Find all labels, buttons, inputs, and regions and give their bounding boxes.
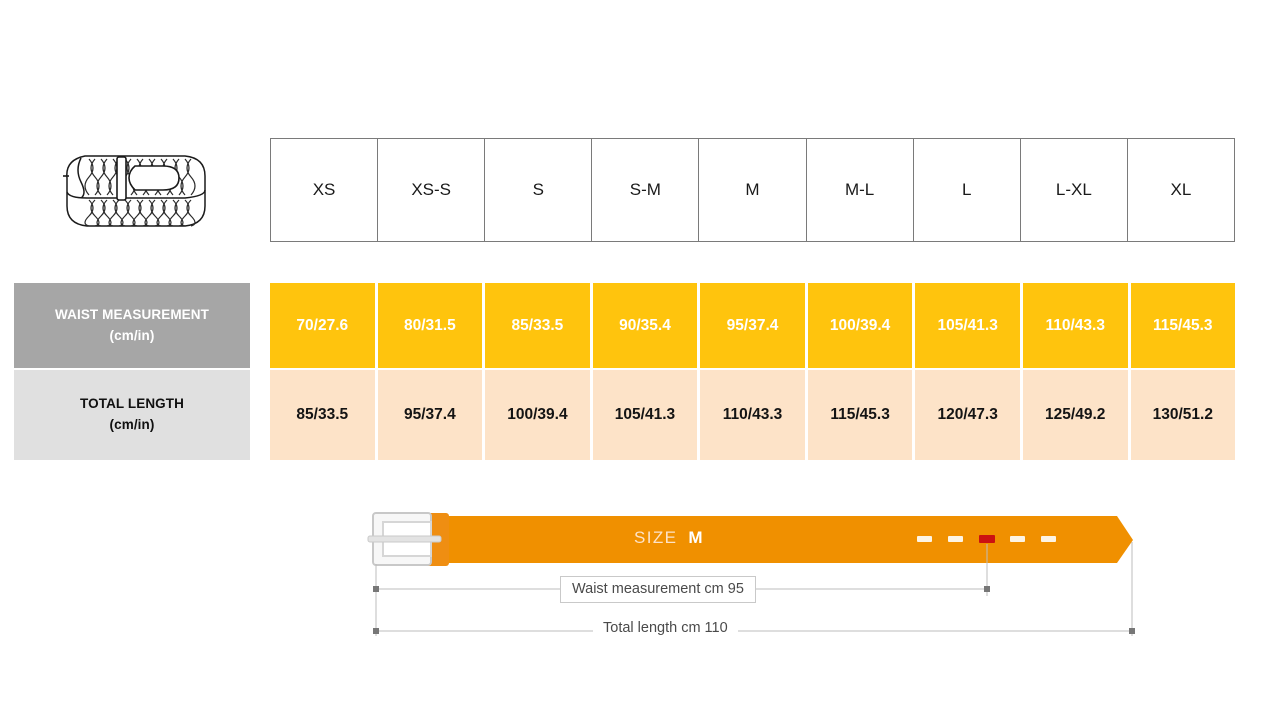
length-value-cell: 110/43.3 xyxy=(700,370,808,460)
length-value-cell: 115/45.3 xyxy=(807,370,916,460)
waist-value-cell: 115/45.3 xyxy=(1130,283,1236,368)
size-header-cell: M-L xyxy=(807,139,914,241)
belt-size-value: M xyxy=(688,528,704,547)
belt-strap xyxy=(425,516,1133,563)
size-header-cell: S-M xyxy=(592,139,700,241)
size-header-cell: XS-S xyxy=(378,139,486,241)
length-dimension-label: Total length cm 110 xyxy=(593,618,738,638)
waist-value-cell: 105/41.3 xyxy=(915,283,1023,368)
size-header-cell: L xyxy=(914,139,1021,241)
belt-size-caption-label: SIZE xyxy=(634,528,678,547)
length-value-cell: 100/39.4 xyxy=(485,370,593,460)
waist-measurement-cells: 70/27.6 80/31.5 85/33.5 90/35.4 95/37.4 … xyxy=(270,283,1236,368)
waist-value-cell: 100/39.4 xyxy=(807,283,916,368)
belt-hole xyxy=(948,536,963,542)
size-header-cell: S xyxy=(485,139,593,241)
waist-dimension-label: Waist measurement cm 95 xyxy=(560,576,756,603)
waist-dimension-arrow-left xyxy=(373,586,379,592)
length-value-cell: 120/47.3 xyxy=(915,370,1023,460)
row-label-gap xyxy=(250,283,270,368)
length-dimension-arrow-right xyxy=(1129,628,1135,634)
total-length-row: TOTAL LENGTH (cm/in) 85/33.5 95/37.4 100… xyxy=(14,370,1236,460)
belt-hole-highlighted xyxy=(979,535,995,543)
length-value-cell: 130/51.2 xyxy=(1130,370,1236,460)
waist-measurement-row: WAIST MEASUREMENT (cm/in) 70/27.6 80/31.… xyxy=(14,283,1236,368)
total-length-label-line2: (cm/in) xyxy=(109,417,155,432)
belt-hole xyxy=(1010,536,1025,542)
row-label-gap xyxy=(250,370,270,460)
total-length-label-line1: TOTAL LENGTH xyxy=(80,396,184,412)
total-length-cells: 85/33.5 95/37.4 100/39.4 105/41.3 110/43… xyxy=(270,370,1236,460)
waist-value-cell: 95/37.4 xyxy=(700,283,808,368)
waist-measurement-label-line2: (cm/in) xyxy=(109,327,155,343)
belt-hole xyxy=(1041,536,1056,542)
size-header-cell: XL xyxy=(1128,139,1235,241)
belt-measurement-diagram: SIZE M Waist measurement cm 95 Total leng… xyxy=(355,500,1155,650)
length-value-cell: 105/41.3 xyxy=(592,370,701,460)
size-header-cell: XS xyxy=(271,139,379,241)
length-value-cell: 125/49.2 xyxy=(1022,370,1131,460)
woven-belt-roll-icon xyxy=(63,155,206,227)
belt-hole xyxy=(917,536,932,542)
belt-illustration xyxy=(367,512,1135,636)
waist-value-cell: 70/27.6 xyxy=(270,283,378,368)
waist-value-cell: 90/35.4 xyxy=(592,283,701,368)
waist-value-cell: 80/31.5 xyxy=(377,283,486,368)
size-header-cell: L-XL xyxy=(1021,139,1128,241)
waist-value-cell: 110/43.3 xyxy=(1022,283,1131,368)
length-value-cell: 85/33.5 xyxy=(270,370,378,460)
belt-size-caption: SIZE M xyxy=(634,528,703,548)
length-dimension-arrow-left xyxy=(373,628,379,634)
waist-measurement-label: WAIST MEASUREMENT (cm/in) xyxy=(14,283,250,368)
length-value-cell: 95/37.4 xyxy=(377,370,486,460)
waist-value-cell: 85/33.5 xyxy=(485,283,593,368)
waist-measurement-label-line1: WAIST MEASUREMENT xyxy=(55,306,209,322)
size-header-table: XS XS-S S S-M M M-L L L-XL XL xyxy=(270,138,1235,242)
size-header-cell: M xyxy=(699,139,807,241)
total-length-label: TOTAL LENGTH (cm/in) xyxy=(14,370,250,460)
belt-buckle-prong xyxy=(367,535,442,543)
waist-dimension-arrow-right xyxy=(984,586,990,592)
